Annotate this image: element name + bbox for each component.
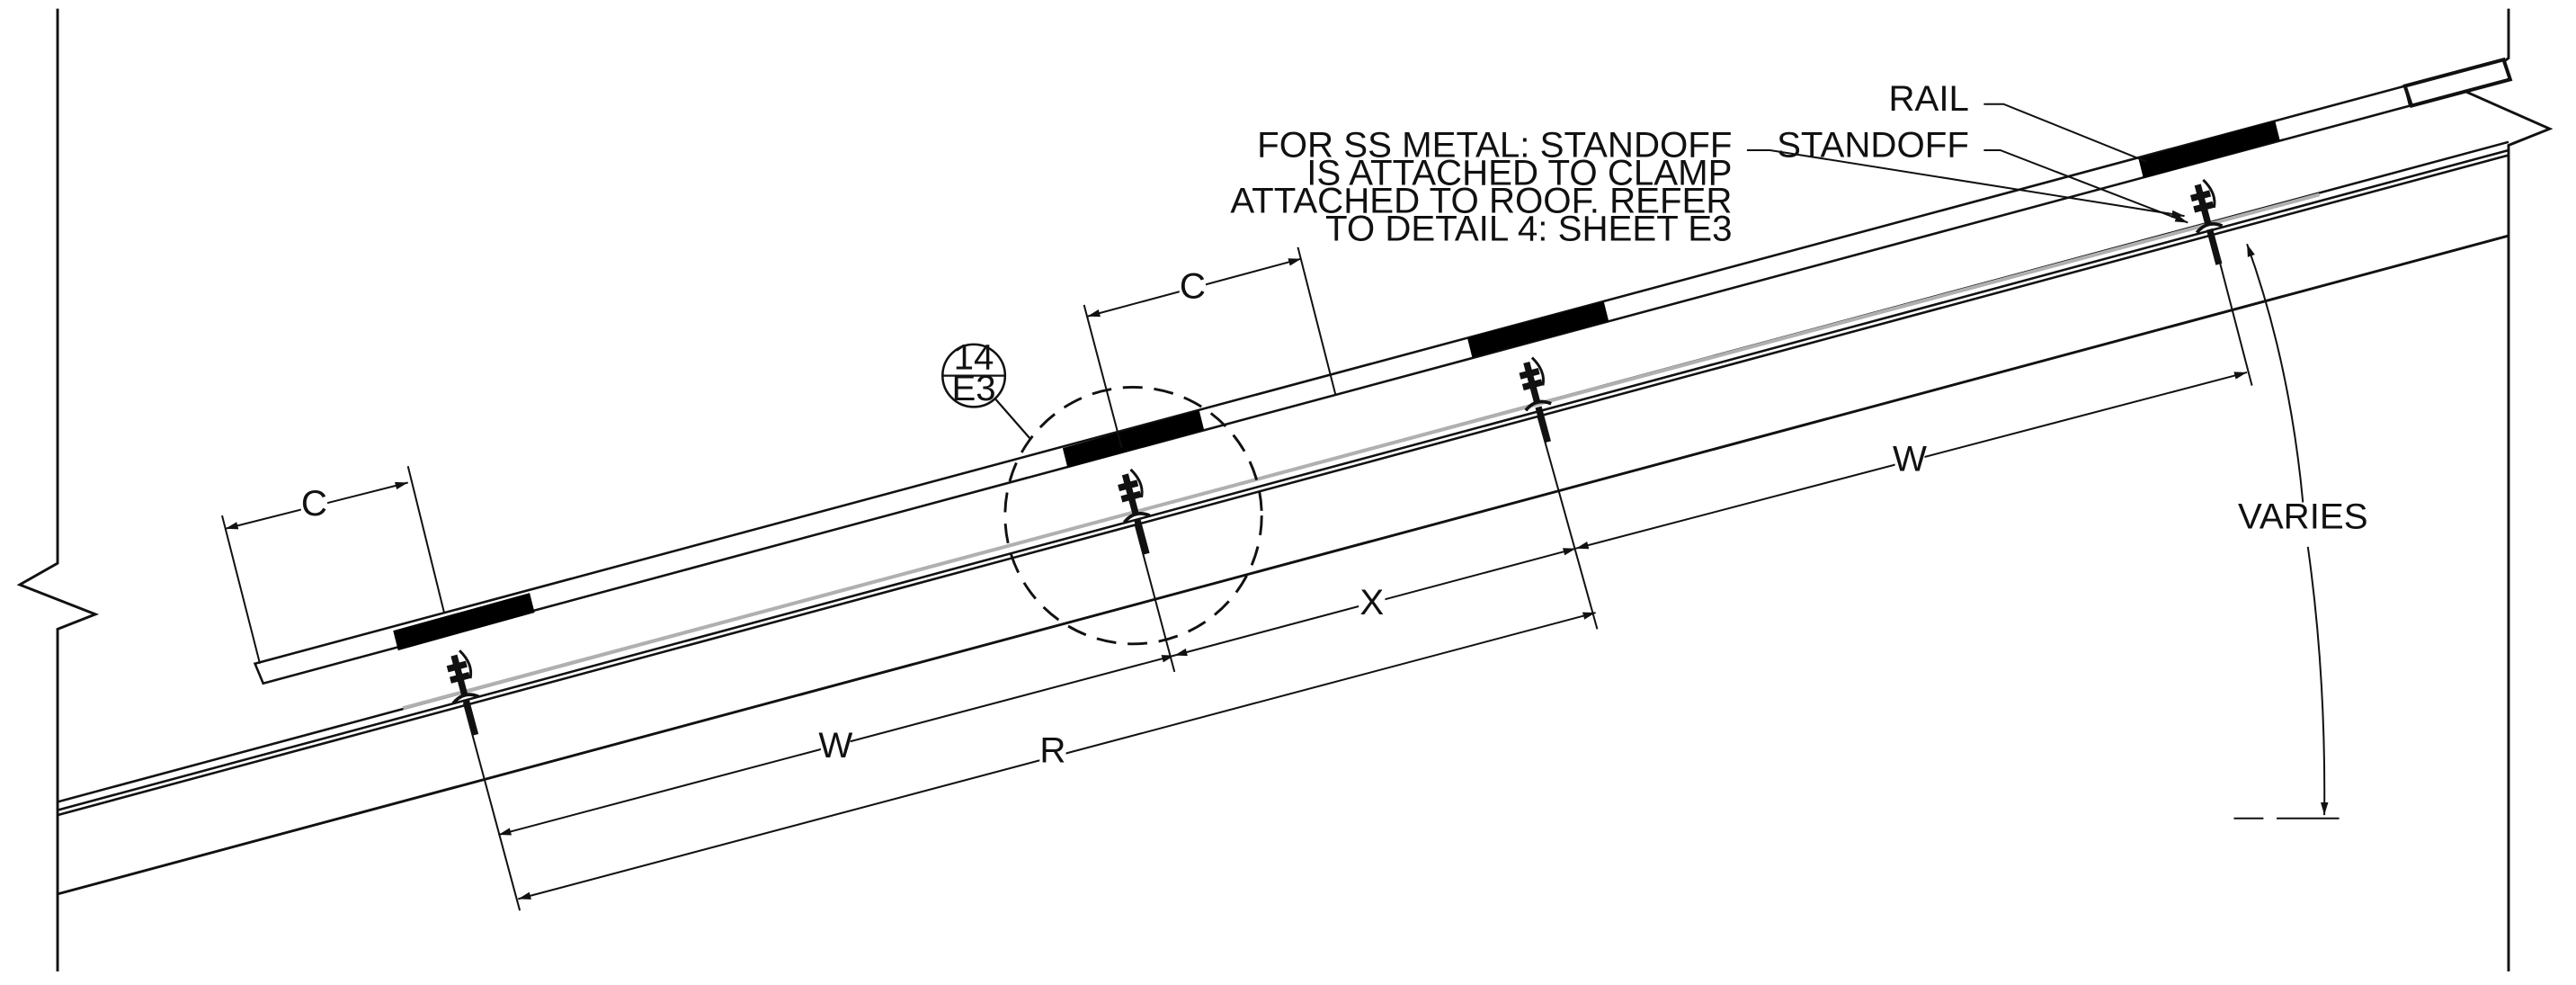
dimension-lines — [225, 257, 2248, 900]
module-clamp-blocks — [393, 121, 2280, 651]
detail-callout-sheet: E3 — [951, 368, 995, 408]
note-line-1: FOR SS METAL: STANDOFF — [1257, 124, 1732, 165]
flashing — [402, 193, 2321, 711]
dim-w-right: W — [1893, 439, 1927, 479]
dim-c-mid: C — [1180, 266, 1206, 307]
note-line-4: TO DETAIL 4: SHEET E3 — [1325, 209, 1732, 249]
clamp-block-2 — [1062, 410, 1205, 469]
note-line-2: IS ATTACHED TO CLAMP — [1306, 152, 1732, 193]
dimension-labels: C C W X W R — [300, 266, 1927, 771]
clamp-block-4 — [2138, 121, 2280, 179]
roof-deck — [57, 140, 2509, 896]
varies-angle: VARIES — [2233, 243, 2368, 819]
varies-label: VARIES — [2238, 497, 2368, 537]
detail-callout-number: 14 — [954, 336, 994, 377]
dim-w-left: W — [818, 725, 852, 766]
dim-x: X — [1359, 582, 1384, 622]
right-break-line — [2461, 8, 2554, 972]
standoff-label: STANDOFF — [1777, 124, 1969, 165]
clamp-block-3 — [1466, 301, 1609, 358]
leader-lines — [1746, 103, 2188, 224]
callout-labels: RAIL STANDOFF FOR SS METAL: STANDOFF IS … — [1230, 78, 1969, 249]
dim-c-left: C — [301, 483, 327, 524]
clamp-block-1 — [393, 593, 535, 651]
note-line-3: ATTACHED TO ROOF. REFER — [1230, 180, 1732, 220]
left-break-line — [16, 8, 100, 972]
rail-label: RAIL — [1888, 78, 1968, 119]
dim-r: R — [1039, 730, 1065, 771]
extension-lines — [221, 234, 2253, 911]
